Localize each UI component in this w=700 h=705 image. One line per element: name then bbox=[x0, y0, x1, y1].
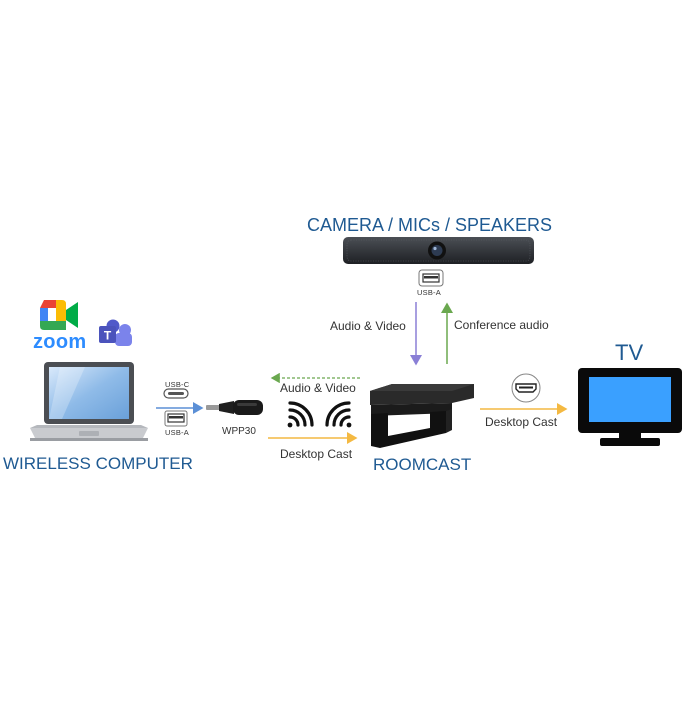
usb-c-label: USB-C bbox=[165, 380, 190, 389]
roomcast-title: ROOMCAST bbox=[373, 455, 472, 474]
flow-label-roomcast-to-computer: Audio & Video bbox=[280, 381, 356, 395]
camera-bar-icon bbox=[343, 237, 534, 264]
google-meet-logo-icon bbox=[40, 300, 78, 330]
svg-text:T: T bbox=[104, 329, 112, 343]
tv-title: TV bbox=[615, 340, 644, 365]
flow-label-camera-to-roomcast: Audio & Video bbox=[330, 319, 406, 333]
wifi-signal-right-icon bbox=[325, 401, 352, 428]
dongle-name: WPP30 bbox=[222, 426, 256, 437]
computer-title: WIRELESS COMPUTER bbox=[3, 454, 193, 473]
roomcast-device-icon bbox=[370, 384, 474, 448]
usb-a-port-icon bbox=[164, 410, 188, 427]
flow-label-roomcast-to-tv: Desktop Cast bbox=[485, 415, 558, 429]
hdmi-port-icon bbox=[511, 373, 541, 403]
zoom-logo: zoom bbox=[33, 331, 87, 353]
tv-icon bbox=[578, 368, 682, 446]
flow-label-roomcast-to-camera: Conference audio bbox=[454, 318, 549, 332]
camera-port-label: USB-A bbox=[417, 288, 441, 297]
microsoft-teams-logo-icon: T bbox=[99, 319, 132, 346]
flow-label-computer-to-roomcast: Desktop Cast bbox=[280, 447, 353, 461]
camera-title: CAMERA / MICs / SPEAKERS bbox=[307, 215, 553, 235]
wifi-signal-left-icon bbox=[287, 401, 314, 428]
laptop-icon bbox=[30, 362, 148, 441]
usb-c-port-icon bbox=[163, 388, 189, 399]
wpp30-dongle-icon bbox=[206, 400, 263, 415]
camera-usb-a-port-icon bbox=[418, 269, 444, 287]
usb-a-label: USB-A bbox=[165, 428, 189, 437]
